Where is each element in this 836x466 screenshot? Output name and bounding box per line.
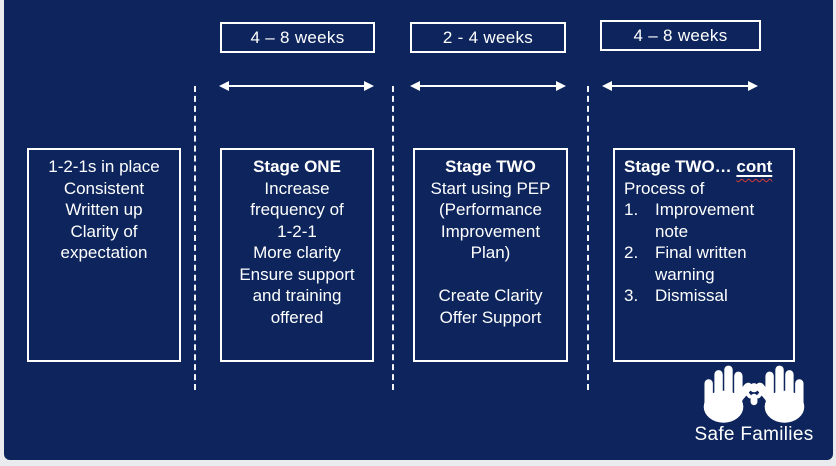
stage-line: More clarity	[253, 243, 341, 262]
item-text: Dismissal	[655, 286, 728, 305]
stage-line: and training	[252, 286, 342, 305]
item-text: Improvement note	[655, 200, 755, 241]
spellcheck-squiggle: cont	[736, 157, 773, 176]
item-number: 2.	[624, 243, 639, 262]
stage-line: Start using PEP	[430, 178, 551, 198]
item-text: Final written warning	[655, 243, 747, 284]
stage-box-one: Stage ONE Increase frequency of 1-2-1 Mo…	[220, 148, 374, 362]
item-number: 3.	[624, 286, 639, 305]
title-prefix: Stage TWO…	[624, 157, 737, 176]
title-underlined-word: cont	[736, 157, 772, 176]
stage-line: Plan)	[470, 243, 511, 262]
stage-box-two-cont: Stage TWO… cont Process of 1. Improvemen…	[613, 148, 795, 362]
item-number: 1.	[624, 200, 639, 219]
stage-line: Offer Support	[439, 307, 542, 327]
stage-two-title: Stage TWO	[445, 157, 536, 176]
stage-line: expectation	[60, 243, 148, 262]
stage-one-title: Stage ONE	[253, 157, 341, 176]
stage-line: Increase	[264, 178, 330, 198]
double-arrow-icon-2	[410, 81, 566, 91]
logo-text: Safe Families	[694, 424, 814, 445]
blank-line	[415, 264, 566, 286]
stage-intro: Process of	[624, 178, 705, 198]
numbered-item: 2. Final written warning	[624, 242, 785, 285]
duration-box-2: 2 - 4 weeks	[410, 22, 566, 53]
stage-two-cont-title: Stage TWO… cont	[624, 156, 785, 178]
stage-box-prestage: 1-2-1s in place Consistent Written up Cl…	[27, 148, 181, 362]
stage-line: offered	[270, 307, 324, 327]
stage-line: Clarity of	[70, 221, 138, 241]
duration-label-3: 4 – 8 weeks	[633, 25, 728, 45]
stage-line: Written up	[65, 200, 143, 219]
duration-label-2: 2 - 4 weeks	[442, 27, 534, 47]
stage-line: 1-2-1s in place	[48, 157, 160, 176]
double-arrow-icon-1	[219, 81, 374, 91]
stage-line: Improvement	[440, 221, 541, 241]
stage-line: frequency of	[250, 200, 344, 219]
safe-families-logo: Safe Families	[686, 361, 822, 446]
double-arrow-icon-3	[602, 81, 758, 91]
stage-box-two: Stage TWO Start using PEP (Performance I…	[413, 148, 568, 362]
column-divider-3	[587, 86, 589, 390]
column-divider-1	[194, 86, 196, 390]
numbered-item: 3. Dismissal	[624, 285, 785, 307]
duration-label-1: 4 – 8 weeks	[250, 27, 345, 47]
stage-line: Create Clarity	[438, 286, 543, 305]
column-divider-2	[392, 86, 394, 390]
hands-icon	[703, 365, 805, 423]
numbered-item: 1. Improvement note	[624, 199, 785, 242]
stage-line: Consistent	[63, 178, 145, 198]
duration-box-1: 4 – 8 weeks	[220, 22, 375, 53]
stage-line: 1-2-1	[277, 221, 317, 241]
slide-canvas	[4, 0, 833, 460]
duration-box-3: 4 – 8 weeks	[600, 20, 761, 51]
stage-line: (Performance	[439, 200, 542, 219]
stage-line: Ensure support	[239, 264, 355, 284]
